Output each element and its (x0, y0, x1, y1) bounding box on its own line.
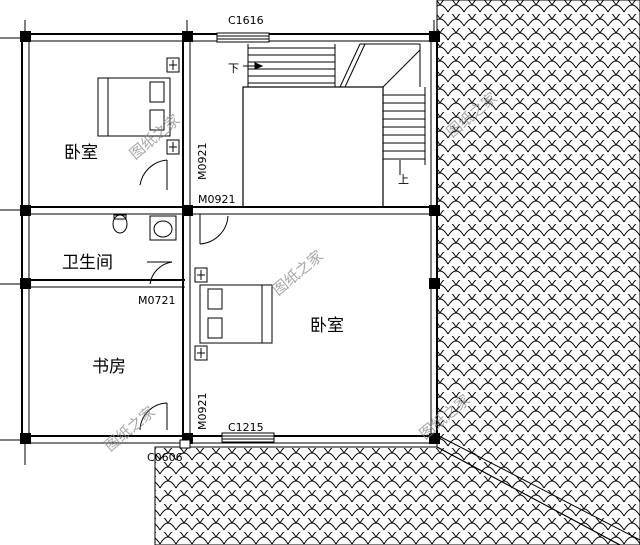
stair-up-label: 上 (398, 173, 409, 186)
door-label-2: M0921 (198, 193, 236, 206)
door-label-3: M0721 (138, 294, 176, 307)
watermark-1: 图纸之家 (126, 111, 184, 163)
roof-tiles (154, 0, 640, 545)
watermark-2: 图纸之家 (269, 247, 327, 299)
stair-down-label: 下 (228, 62, 239, 75)
window-label-bottom: C1215 (228, 421, 264, 434)
room-label-bedroom-top: 卧室 (64, 143, 98, 163)
door-label-4: M0921 (196, 393, 209, 431)
columns (20, 31, 440, 444)
watermark-3: 图纸之家 (101, 403, 159, 455)
window-label-small: C0606 (147, 451, 183, 464)
room-label-bathroom: 卫生间 (62, 253, 113, 273)
stairs (243, 43, 426, 175)
room-label-study: 书房 (92, 357, 126, 377)
windows (179, 32, 275, 449)
door-label-1: M0921 (196, 143, 209, 181)
room-label-bedroom-main: 卧室 (310, 316, 344, 336)
doors (139, 159, 229, 431)
window-label-top: C1616 (228, 14, 264, 27)
fixtures (97, 57, 273, 361)
walls (0, 20, 438, 465)
